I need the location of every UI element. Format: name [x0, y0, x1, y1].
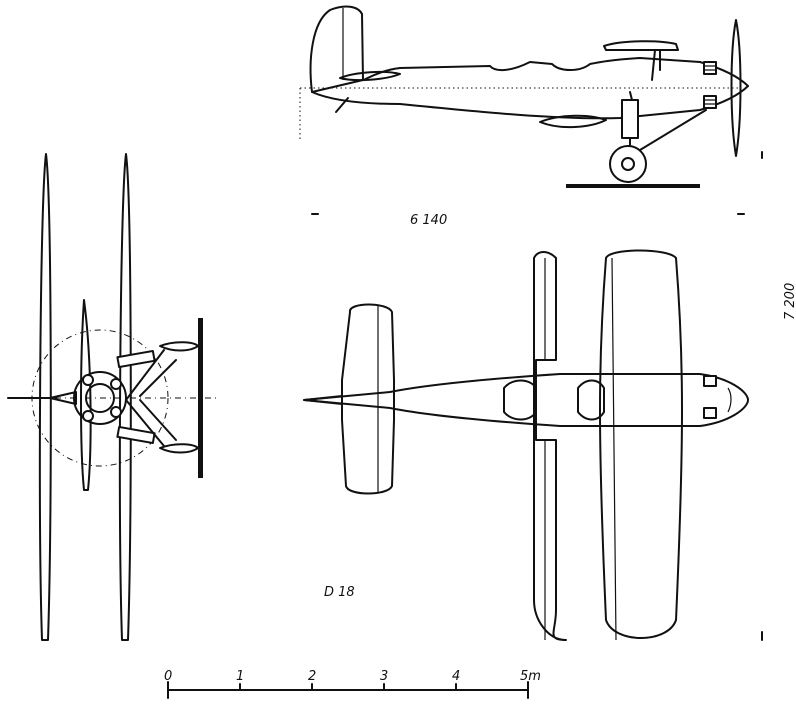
- scale-tick-0: 0: [164, 669, 172, 684]
- designation-label: D 18: [324, 585, 355, 600]
- side-view: [299, 5, 749, 188]
- span-dimension: 7 200: [761, 151, 796, 641]
- scale-bar: 0 1 2 3 4 5m: [164, 669, 541, 699]
- length-label: 6 140: [410, 213, 447, 228]
- scale-tick-1: 1: [236, 669, 244, 684]
- front-view: [7, 153, 220, 641]
- scale-tick-2: 2: [308, 669, 316, 684]
- top-view: [303, 249, 749, 641]
- length-dimension: 6 140: [311, 213, 745, 228]
- scale-tick-5: 5m: [520, 669, 541, 684]
- span-label: 7 200: [783, 283, 796, 320]
- scale-tick-3: 3: [380, 669, 388, 684]
- scale-tick-4: 4: [452, 669, 460, 684]
